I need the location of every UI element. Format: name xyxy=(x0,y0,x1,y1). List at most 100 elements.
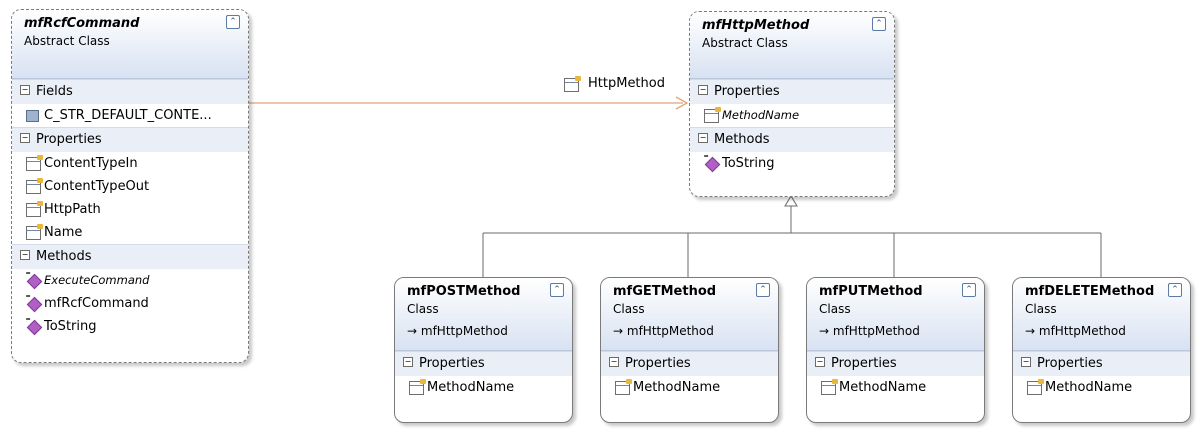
double-chevron-up-icon[interactable]: ⌃ xyxy=(550,283,564,297)
double-chevron-up-icon[interactable]: ⌃ xyxy=(226,15,240,29)
class-kind: Class xyxy=(1025,302,1057,316)
member-label: MethodName xyxy=(427,380,515,395)
minus-box-icon[interactable]: − xyxy=(698,133,708,143)
compartment-label: Methods xyxy=(714,132,770,147)
member-label: ContentTypeIn xyxy=(44,156,138,171)
inheritance-arrowhead xyxy=(784,195,798,207)
compartment-fields[interactable]: −Fields xyxy=(12,79,248,104)
property-icon xyxy=(26,178,43,194)
member-label: ToString xyxy=(722,156,775,171)
property-icon xyxy=(821,379,838,395)
base-class-label: → mfHttpMethod xyxy=(1025,324,1126,338)
member-row[interactable]: MethodName xyxy=(395,376,572,399)
member-row[interactable]: ToString xyxy=(690,152,894,175)
member-label: ContentTypeOut xyxy=(44,179,150,194)
member-label: MethodName xyxy=(1045,380,1133,395)
member-row[interactable]: ContentTypeOut xyxy=(12,175,248,198)
class-name: mfGETMethod xyxy=(613,284,717,299)
minus-box-icon[interactable]: − xyxy=(1021,357,1031,367)
member-row[interactable]: MethodName xyxy=(1013,376,1190,399)
class-shape-mfdeletemethod[interactable]: mfDELETEMethod Class → mfHttpMethod ⌃ −P… xyxy=(1012,277,1191,423)
compartment-properties[interactable]: −Properties xyxy=(601,351,778,376)
member-row[interactable]: Name xyxy=(12,221,248,244)
compartment-label: Methods xyxy=(36,249,92,264)
member-row[interactable]: mfRcfCommand xyxy=(12,292,248,315)
method-icon xyxy=(26,273,43,290)
class-name: mfPOSTMethod xyxy=(407,284,521,299)
property-icon xyxy=(409,379,426,395)
class-shape-mfrcfcommand[interactable]: mfRcfCommand Abstract Class ⌃ −Fields C_… xyxy=(11,9,249,363)
compartment-properties[interactable]: −Properties xyxy=(1013,351,1190,376)
member-label: HttpPath xyxy=(44,202,101,217)
double-chevron-up-icon[interactable]: ⌃ xyxy=(872,17,886,31)
member-label: MethodName xyxy=(839,380,927,395)
member-row[interactable]: ExecuteCommand xyxy=(12,269,248,292)
member-row[interactable]: ToString xyxy=(12,315,248,338)
class-header: mfDELETEMethod Class → mfHttpMethod ⌃ xyxy=(1013,278,1190,351)
compartment-label: Properties xyxy=(831,356,897,371)
property-icon xyxy=(26,201,43,217)
class-kind: Class xyxy=(819,302,851,316)
compartment-label: Fields xyxy=(36,84,73,99)
property-icon xyxy=(615,379,632,395)
class-header: mfPOSTMethod Class → mfHttpMethod ⌃ xyxy=(395,278,572,351)
member-label: MethodName xyxy=(722,108,800,122)
method-icon xyxy=(26,319,43,336)
minus-box-icon[interactable]: − xyxy=(403,357,413,367)
compartment-methods[interactable]: −Methods xyxy=(690,127,894,152)
compartment-label: Properties xyxy=(36,132,102,147)
compartment-properties[interactable]: −Properties xyxy=(807,351,984,376)
compartment-methods[interactable]: −Methods xyxy=(12,244,248,269)
compartment-properties[interactable]: −Properties xyxy=(395,351,572,376)
class-shape-mfhttpmethod[interactable]: mfHttpMethod Abstract Class ⌃ −Propertie… xyxy=(689,11,895,197)
minus-box-icon[interactable]: − xyxy=(815,357,825,367)
class-header: mfPUTMethod Class → mfHttpMethod ⌃ xyxy=(807,278,984,351)
compartment-properties[interactable]: −Properties xyxy=(12,127,248,152)
double-chevron-up-icon[interactable]: ⌃ xyxy=(1168,283,1182,297)
class-kind: Class xyxy=(407,302,439,316)
minus-box-icon[interactable]: − xyxy=(20,133,30,143)
property-icon xyxy=(26,155,43,171)
member-label: C_STR_DEFAULT_CONTE... xyxy=(44,108,212,123)
member-label: MethodName xyxy=(633,380,721,395)
member-label: mfRcfCommand xyxy=(44,296,149,311)
field-icon xyxy=(26,110,39,122)
minus-box-icon[interactable]: − xyxy=(20,250,30,260)
double-chevron-up-icon[interactable]: ⌃ xyxy=(756,283,770,297)
compartment-properties[interactable]: −Properties xyxy=(690,79,894,104)
property-icon xyxy=(564,76,581,92)
base-class-name: mfHttpMethod xyxy=(420,324,508,338)
association-label[interactable]: HttpMethod xyxy=(562,76,665,92)
member-label: ToString xyxy=(44,319,97,334)
member-row[interactable]: MethodName xyxy=(690,104,894,127)
minus-box-icon[interactable]: − xyxy=(698,85,708,95)
class-header: mfGETMethod Class → mfHttpMethod ⌃ xyxy=(601,278,778,351)
double-chevron-up-icon[interactable]: ⌃ xyxy=(962,283,976,297)
class-shape-mfgetmethod[interactable]: mfGETMethod Class → mfHttpMethod ⌃ −Prop… xyxy=(600,277,779,423)
class-name: mfDELETEMethod xyxy=(1025,284,1155,299)
compartment-label: Properties xyxy=(419,356,485,371)
class-shape-mfpostmethod[interactable]: mfPOSTMethod Class → mfHttpMethod ⌃ −Pro… xyxy=(394,277,573,423)
member-row[interactable]: ContentTypeIn xyxy=(12,152,248,175)
minus-box-icon[interactable]: − xyxy=(20,85,30,95)
class-kind: Abstract Class xyxy=(702,36,788,50)
member-row[interactable]: MethodName xyxy=(807,376,984,399)
method-icon xyxy=(704,156,721,173)
class-kind: Abstract Class xyxy=(24,34,110,48)
compartment-label: Properties xyxy=(714,84,780,99)
class-name: mfPUTMethod xyxy=(819,284,923,299)
base-class-label: → mfHttpMethod xyxy=(407,324,508,338)
property-icon xyxy=(704,107,721,123)
member-label: Name xyxy=(44,225,83,240)
base-class-name: mfHttpMethod xyxy=(1038,324,1126,338)
class-name: mfRcfCommand xyxy=(24,16,140,31)
base-class-label: → mfHttpMethod xyxy=(819,324,920,338)
minus-box-icon[interactable]: − xyxy=(609,357,619,367)
base-class-label: → mfHttpMethod xyxy=(613,324,714,338)
property-icon xyxy=(1027,379,1044,395)
member-row[interactable]: C_STR_DEFAULT_CONTE... xyxy=(12,104,248,127)
class-shape-mfputmethod[interactable]: mfPUTMethod Class → mfHttpMethod ⌃ −Prop… xyxy=(806,277,985,423)
member-row[interactable]: HttpPath xyxy=(12,198,248,221)
member-label: ExecuteCommand xyxy=(44,273,150,287)
member-row[interactable]: MethodName xyxy=(601,376,778,399)
